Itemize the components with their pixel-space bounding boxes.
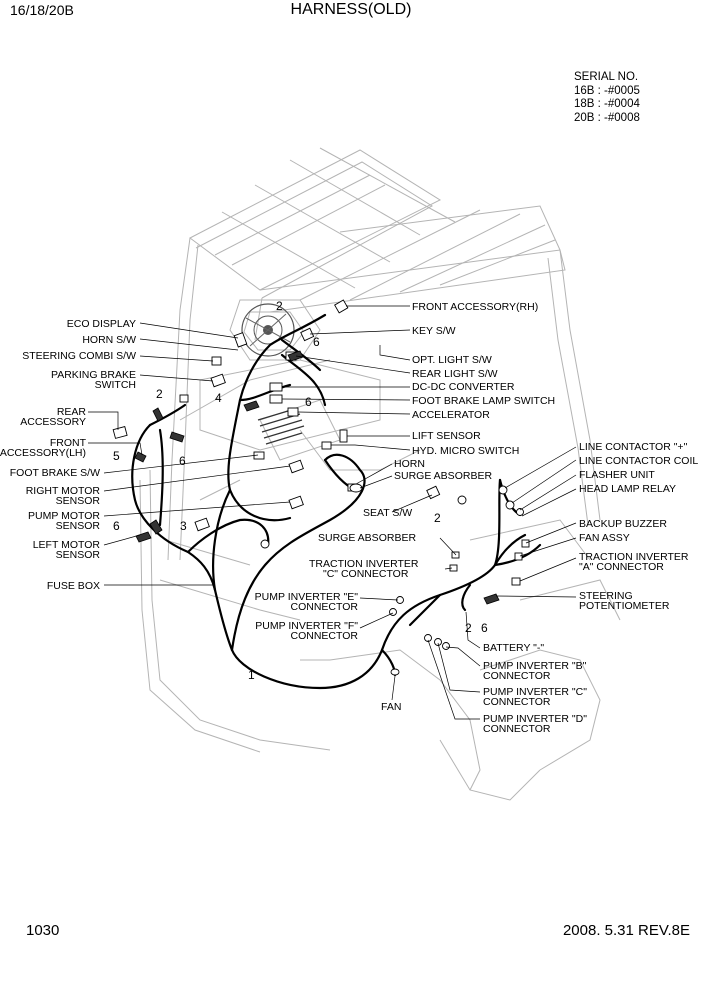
label-steering-combi-sw: STEERING COMBI S/W <box>22 350 136 362</box>
label-pump-inverter-d-2: CONNECTOR <box>483 723 551 735</box>
model-label: 16/18/20B <box>10 2 74 18</box>
label-line-contactor-plus: LINE CONTACTOR "+" <box>579 441 688 453</box>
serial-heading: SERIAL NO. <box>574 71 639 83</box>
part-number-3: 3 <box>180 519 187 533</box>
part-number-6-right: 6 <box>481 621 488 635</box>
label-foot-brake-sw: FOOT BRAKE S/W <box>10 467 100 479</box>
label-right-motor-sensor-2: SENSOR <box>56 495 101 507</box>
page-title: HARNESS(OLD) <box>290 1 412 18</box>
label-pump-inverter-e-2: CONNECTOR <box>291 601 359 613</box>
label-surge-absorber-top: SURGE ABSORBER <box>394 470 492 482</box>
label-accelerator: ACCELERATOR <box>412 409 490 421</box>
serial-line-20b: 20B : -#0008 <box>574 111 640 124</box>
label-line-contactor-coil: LINE CONTACTOR COIL <box>579 455 698 467</box>
label-surge-absorber-mid: SURGE ABSORBER <box>318 532 416 544</box>
serial-line-16b: 16B : -#0005 <box>574 84 640 97</box>
label-fuse-box: FUSE BOX <box>47 580 100 592</box>
serial-number-block: SERIAL NO. 16B : -#0005 18B : -#0004 20B… <box>574 71 640 125</box>
label-rear-light-sw: REAR LIGHT S/W <box>412 368 498 380</box>
part-number-2-right: 2 <box>465 621 472 635</box>
label-traction-inverter-c-2: "C" CONNECTOR <box>323 568 409 580</box>
label-pump-inverter-c-2: CONNECTOR <box>483 696 551 708</box>
part-number-6-mid: 6 <box>305 395 312 409</box>
label-seat-sw: SEAT S/W <box>363 507 412 519</box>
label-dc-dc-converter: DC-DC CONVERTER <box>412 381 515 393</box>
part-number-2-left: 2 <box>156 387 163 401</box>
label-parking-brake-2: SWITCH <box>95 379 136 391</box>
label-pump-inverter-f-1: PUMP INVERTER "F" <box>255 620 358 632</box>
part-number-2-seat: 2 <box>434 511 441 525</box>
label-foot-brake-lamp-switch: FOOT BRAKE LAMP SWITCH <box>412 395 555 407</box>
label-front-accessory-lh-1: FRONT <box>50 437 87 449</box>
label-battery-minus: BATTERY "-" <box>483 642 544 654</box>
serial-line-18b: 18B : -#0004 <box>574 98 640 110</box>
label-pump-inverter-f-2: CONNECTOR <box>291 630 359 642</box>
page-number: 1030 <box>26 922 60 939</box>
part-number-1: 1 <box>248 668 255 682</box>
label-steering-potentiometer-1: STEERING <box>579 590 633 602</box>
label-traction-inverter-a-2: "A" CONNECTOR <box>579 561 664 573</box>
part-number-6-bottom: 6 <box>113 519 120 533</box>
truck-frame-drawing <box>139 147 621 801</box>
part-number-5: 5 <box>113 449 120 463</box>
label-backup-buzzer: BACKUP BUZZER <box>579 518 667 530</box>
label-head-lamp-relay: HEAD LAMP RELAY <box>579 483 676 495</box>
label-key-sw: KEY S/W <box>412 325 456 337</box>
label-horn: HORN <box>394 458 425 470</box>
label-pump-inverter-e-1: PUMP INVERTER "E" <box>255 591 359 603</box>
label-fan: FAN <box>381 701 401 713</box>
label-left-motor-sensor-1: LEFT MOTOR <box>33 539 101 551</box>
label-flasher-unit: FLASHER UNIT <box>579 469 655 481</box>
label-parking-brake-1: PARKING BRAKE <box>51 369 136 381</box>
label-fan-assy: FAN ASSY <box>579 532 630 544</box>
label-opt-light-sw: OPT. LIGHT S/W <box>412 354 492 366</box>
label-rear-accessory-2: ACCESSORY <box>20 416 86 428</box>
label-pump-inverter-c-1: PUMP INVERTER "C" <box>483 686 587 698</box>
part-number-4: 4 <box>215 391 222 405</box>
label-traction-inverter-c-1: TRACTION INVERTER <box>309 558 419 570</box>
revision-date: 2008. 5.31 REV.8E <box>562 922 690 939</box>
leader-lines <box>88 305 577 720</box>
label-rear-accessory-1: REAR <box>57 406 87 418</box>
label-left-motor-sensor-2: SENSOR <box>56 549 101 561</box>
label-right-motor-sensor-1: RIGHT MOTOR <box>26 485 101 497</box>
part-number-6-top: 6 <box>313 335 320 349</box>
part-number-6-left: 6 <box>179 454 186 468</box>
label-lift-sensor: LIFT SENSOR <box>412 430 481 442</box>
steering-wheel-hub <box>241 303 305 445</box>
label-eco-display: ECO DISPLAY <box>67 318 136 330</box>
label-pump-motor-sensor-1: PUMP MOTOR <box>28 510 100 522</box>
label-steering-potentiometer-2: POTENTIOMETER <box>579 600 670 612</box>
label-traction-inverter-a-1: TRACTION INVERTER <box>579 551 689 563</box>
label-front-accessory-lh-2: ACCESSORY(LH) <box>0 447 86 459</box>
label-pump-inverter-b-1: PUMP INVERTER "B" <box>483 660 587 672</box>
label-hyd-micro-switch: HYD. MICRO SWITCH <box>412 445 519 457</box>
part-number-group: 2 6 2 4 6 6 5 3 6 2 2 6 1 <box>113 299 488 682</box>
label-horn-sw: HORN S/W <box>82 334 136 346</box>
label-front-accessory-rh: FRONT ACCESSORY(RH) <box>412 301 538 313</box>
label-pump-inverter-d-1: PUMP INVERTER "D" <box>483 713 587 725</box>
label-pump-motor-sensor-2: SENSOR <box>56 520 101 532</box>
label-pump-inverter-b-2: CONNECTOR <box>483 670 551 682</box>
part-number-2-top: 2 <box>276 299 283 313</box>
